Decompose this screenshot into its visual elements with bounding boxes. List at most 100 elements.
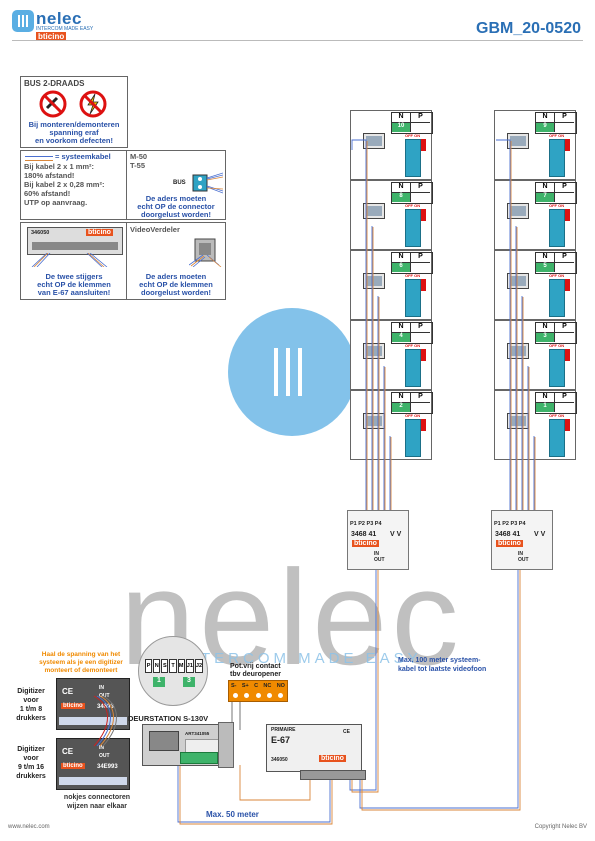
p-label: P — [555, 253, 574, 263]
videophone-monitor — [507, 203, 529, 219]
p-label: P — [411, 113, 430, 123]
n-label: N — [536, 253, 555, 263]
off-on-label: OFF ON — [549, 203, 565, 208]
contact-terminal: NO — [276, 683, 285, 689]
distributor-left-model: 3468 41 — [351, 531, 377, 538]
off-on-label: OFF ON — [405, 203, 421, 208]
videophone-monitor — [363, 203, 385, 219]
videophone-monitor — [507, 343, 529, 359]
n-label: N — [536, 183, 555, 193]
monitor-address: 6 — [392, 262, 411, 272]
riser-text-2: echt OP de klemmen — [37, 280, 111, 289]
monitor-terminal-block — [405, 349, 421, 387]
monitor-address: 8 — [392, 192, 411, 202]
digitizer-top-terminals — [59, 717, 127, 725]
cable-line-1: Bij kabel 2 x 1 mm²: — [24, 162, 95, 171]
p-label: P — [411, 323, 430, 333]
monitor-address: 5 — [536, 262, 555, 272]
zoom-terminal: N — [153, 659, 161, 673]
riser-code: 346050 — [31, 230, 50, 236]
distributor-left-brand: bticino — [352, 540, 379, 547]
partner-logo: bticino — [36, 32, 67, 41]
contact-terminal: S- — [231, 683, 237, 689]
n-label: N — [536, 323, 555, 333]
zoom-number-1: 1 — [153, 677, 165, 687]
cable-line-3: Bij kabel 2 x 0,28 mm²: — [24, 180, 105, 189]
video-text-2: echt OP de klemmen — [139, 280, 213, 289]
brand-name: nelec — [36, 9, 82, 28]
distributor-right-out: OUT — [518, 557, 529, 563]
warning-text-1: Bij monteren/demonteren — [28, 120, 120, 129]
off-on-label: OFF ON — [405, 343, 421, 348]
n-label: N — [536, 113, 555, 123]
digitizer-power-note-1: Haal de spanning van het — [41, 651, 121, 658]
distributor-left-vv: V V — [390, 531, 402, 538]
monitor-address: 1 — [536, 402, 555, 412]
videophone-monitor — [363, 273, 385, 289]
max-100-note-2: kabel tot laatste videofoon — [398, 666, 487, 673]
off-on-label: OFF ON — [405, 133, 421, 138]
page-header: nelec INTERCOM MADE EASY bticino GBM_20-… — [0, 0, 595, 48]
digitizer-bottom-ce: CE — [62, 747, 74, 756]
termination-switch — [565, 279, 570, 291]
off-on-label: OFF ON — [549, 413, 565, 418]
off-on-label: OFF ON — [549, 133, 565, 138]
contact-screws — [233, 693, 283, 698]
watermark-circle — [228, 308, 356, 436]
p-label: P — [411, 183, 430, 193]
warning-text-3: en voorkom defecten! — [35, 136, 113, 145]
video-distributor-icon — [189, 238, 222, 267]
footer-website: www.nelec.com — [8, 824, 50, 830]
videophone-monitor — [363, 413, 385, 429]
warning-box: BUS 2-DRAADS Bij monteren/demonteren spa… — [20, 76, 128, 148]
videophone-monitor — [363, 133, 385, 149]
cable-line-2: 180% afstand! — [24, 171, 75, 180]
e67-code: 346050 — [271, 757, 288, 763]
digitizer-bottom: CE IN OUT bticino 34E993 — [56, 738, 130, 790]
p-label: P — [411, 253, 430, 263]
monitor-terminal-block — [549, 139, 565, 177]
bus-connector-icon — [192, 172, 223, 194]
distributor-right-vv: V V — [534, 531, 546, 538]
p-label: P — [411, 393, 430, 403]
nokjes-note: nokjes connectoren wijzen naar elkaar — [63, 794, 131, 810]
monitor-terminal-block — [405, 419, 421, 457]
e67-primaire: PRIMAIRE — [271, 727, 296, 733]
cable-line-4: 60% afstand! — [24, 189, 71, 198]
n-label: N — [392, 393, 411, 403]
zoom-number-3: 3 — [183, 677, 195, 687]
monitor-address: 7 — [536, 192, 555, 202]
monitor-terminal-block — [549, 419, 565, 457]
e67-brand: bticino — [319, 755, 346, 762]
n-label: N — [392, 323, 411, 333]
cable-box: = systeemkabel Bij kabel 2 x 1 mm²: 180%… — [20, 150, 128, 220]
monitor-terminal-block — [549, 349, 565, 387]
door-station-terminals — [180, 752, 218, 764]
monitor-address: 2 — [392, 402, 411, 412]
zoom-terminal: S — [161, 659, 169, 673]
connector-text-1: De aders moeten — [145, 194, 207, 203]
digitizer-bottom-out: OUT — [99, 753, 110, 759]
monitor-address: 3 — [536, 332, 555, 342]
connector-text-2: echt OP de connector — [137, 202, 215, 211]
bus-label: BUS — [173, 180, 186, 186]
video-text-3: doorgelust worden! — [141, 288, 211, 297]
door-station-title: DEURSTATION S-130V — [128, 714, 209, 723]
videophone-monitor — [363, 343, 385, 359]
watermark-tagline: INTERCOM MADE EASY — [178, 650, 422, 667]
contact-title-1: Pot.vrij contact — [230, 663, 281, 670]
n-label: N — [536, 393, 555, 403]
termination-switch — [421, 419, 426, 431]
p-label: P — [555, 323, 574, 333]
